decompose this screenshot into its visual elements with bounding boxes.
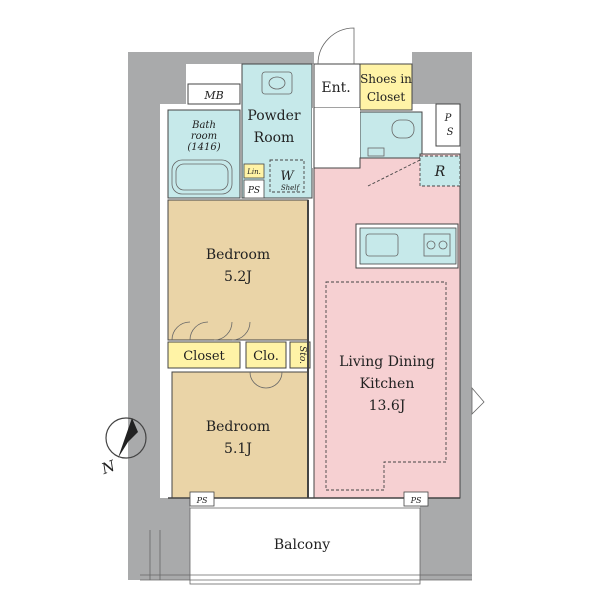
label-ps-top-1: P <box>444 113 452 124</box>
label-bedroom1-1: Bedroom <box>206 247 270 263</box>
ps-bottom-right-box <box>403 491 429 507</box>
north-compass <box>105 417 147 459</box>
label-shoes-closet-2: Closet <box>367 90 406 104</box>
balcony <box>140 507 472 585</box>
ps-left-box <box>243 179 265 199</box>
label-ent: Ent. <box>321 80 350 96</box>
label-lin: Lin. <box>246 168 261 176</box>
label-shelf: Shelf <box>281 184 301 192</box>
corridor <box>312 108 360 168</box>
stove-icon <box>423 233 451 257</box>
sink-icon <box>365 233 399 257</box>
label-mb: MB <box>203 89 223 102</box>
label-ps-bottom-left: PS <box>196 496 208 505</box>
label-bedroom2-1: Bedroom <box>206 419 270 435</box>
label-bath-3: (1416) <box>187 142 220 153</box>
label-shoes-closet-1: Shoes in <box>360 72 412 86</box>
toilet-icon <box>391 119 415 139</box>
label-bedroom1-2: 5.2J <box>224 269 252 285</box>
label-ps-left: PS <box>247 186 260 196</box>
ldk <box>313 153 461 499</box>
label-bath-1: Bath <box>191 120 216 131</box>
clo-box <box>245 341 287 369</box>
bathtub <box>171 159 233 195</box>
label-north: N <box>98 456 118 478</box>
compass-needle <box>118 418 138 458</box>
label-w: W <box>280 169 295 184</box>
label-bath-2: room <box>191 131 217 142</box>
washbasin-icon <box>261 71 293 95</box>
sto-box <box>289 341 311 369</box>
label-sto: Sto. <box>297 346 307 364</box>
entrance-door-swing <box>317 27 355 65</box>
mb-box <box>187 83 241 105</box>
lin-box <box>243 163 265 179</box>
washer-space <box>269 159 305 193</box>
label-bedroom2-2: 5.1J <box>224 441 252 457</box>
label-ldk-2: Kitchen <box>360 376 415 392</box>
ldk-rug-outline <box>325 281 447 491</box>
wall-left-column <box>128 52 160 482</box>
toilet-room <box>359 111 423 159</box>
bedroom-2 <box>171 371 309 499</box>
ps-top-box <box>435 103 461 147</box>
wall-top-band <box>186 52 314 64</box>
bedroom1-closet-doors <box>171 321 251 341</box>
clo-door-swing <box>249 371 283 389</box>
label-r: R <box>434 164 446 180</box>
label-clo: Clo. <box>253 349 279 364</box>
label-powder-1: Powder <box>247 108 301 124</box>
shoes-closet <box>359 63 413 111</box>
label-powder-2: Room <box>254 130 295 146</box>
walls <box>128 52 472 580</box>
bedroom-1 <box>167 199 309 341</box>
closet-box <box>167 341 241 369</box>
refrigerator-space <box>419 155 461 187</box>
label-ps-bottom-right: PS <box>410 496 422 505</box>
ps-bottom-left-box <box>189 491 215 507</box>
side-door-icon <box>471 386 485 415</box>
label-ps-top-2: S <box>447 127 454 138</box>
kitchen-counter-inner <box>359 227 457 265</box>
entrance <box>313 63 361 109</box>
label-closet: Closet <box>183 349 225 364</box>
label-ldk-3: 13.6J <box>369 398 406 414</box>
label-ldk-1: Living Dining <box>339 354 435 370</box>
wall-right-column <box>460 52 472 492</box>
label-balcony: Balcony <box>274 537 330 553</box>
